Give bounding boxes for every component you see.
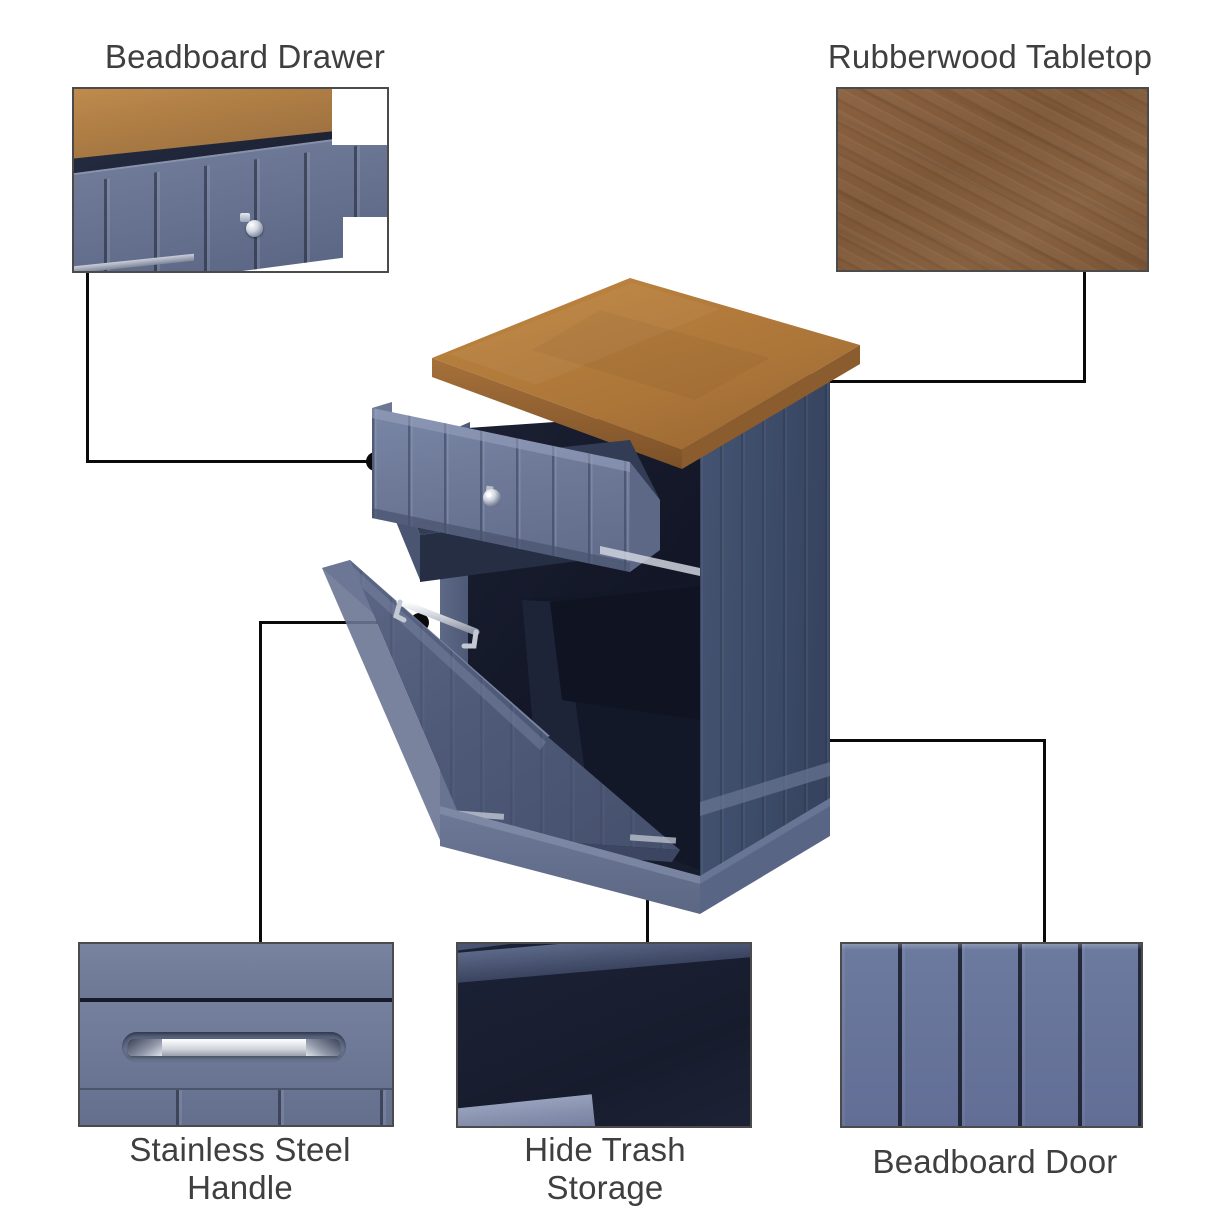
thumbnail-beadboard-drawer [72,87,389,273]
handle-thumb-panel-seam [80,998,392,1002]
handle-thumb-beadboard-grooves [80,1090,392,1125]
leader-line-door-horizontal [725,739,1046,742]
chrome-handle-right-cap [306,1039,340,1056]
tilt-out-door [322,560,680,862]
open-drawer-front [372,402,700,576]
rubberwood-grain-texture [838,89,1147,270]
leader-line-handle-horizontal [259,621,421,624]
leader-line-door-vertical [1043,739,1046,943]
drawer-knob [483,485,501,507]
chrome-handle-left-cap [128,1039,162,1056]
thumbnail-hide-trash-storage [456,942,752,1128]
leader-line-rubberwood-horizontal [768,380,1086,383]
thumbnail-beadboard-door [840,942,1143,1128]
leader-line-rubberwood-vertical [1083,272,1086,382]
beadboard-top-highlight [842,944,1141,950]
callout-label-rubberwood-tabletop: Rubberwood Tabletop [827,38,1153,75]
callout-label-hide-trash-storage: Hide Trash Storage [524,1131,686,1206]
base-plinth [440,798,830,914]
thumb-corner-mask-top [332,89,387,145]
handle-thumb-upper-panel [80,944,392,998]
leader-line-handle-vertical [259,621,262,943]
callout-label-beadboard-drawer: Beadboard Drawer [104,38,386,75]
cabinet-side-panel [700,368,830,890]
thumb-corner-mask-bottom [343,217,387,271]
callout-label-stainless-steel-handle: Stainless Steel Handle [129,1131,351,1206]
thumbnail-stainless-steel-handle [78,942,394,1127]
chrome-handle-bar-icon [128,1039,340,1056]
drawer-knob-icon [246,220,263,237]
callout-label-beadboard-door: Beadboard Door [872,1143,1118,1180]
door-chrome-handle [393,598,480,649]
leader-line-beadboard-drawer-vertical [86,273,89,462]
leader-line-beadboard-drawer-horizontal [86,460,376,463]
side-panel-skirt [700,762,830,816]
beadboard-panel-texture [842,944,1141,1126]
thumbnail-rubberwood-tabletop [836,87,1149,272]
drawer-knob-stem [240,213,250,222]
handle-thumb-lower-seam [80,1088,392,1090]
product-render [300,250,900,930]
